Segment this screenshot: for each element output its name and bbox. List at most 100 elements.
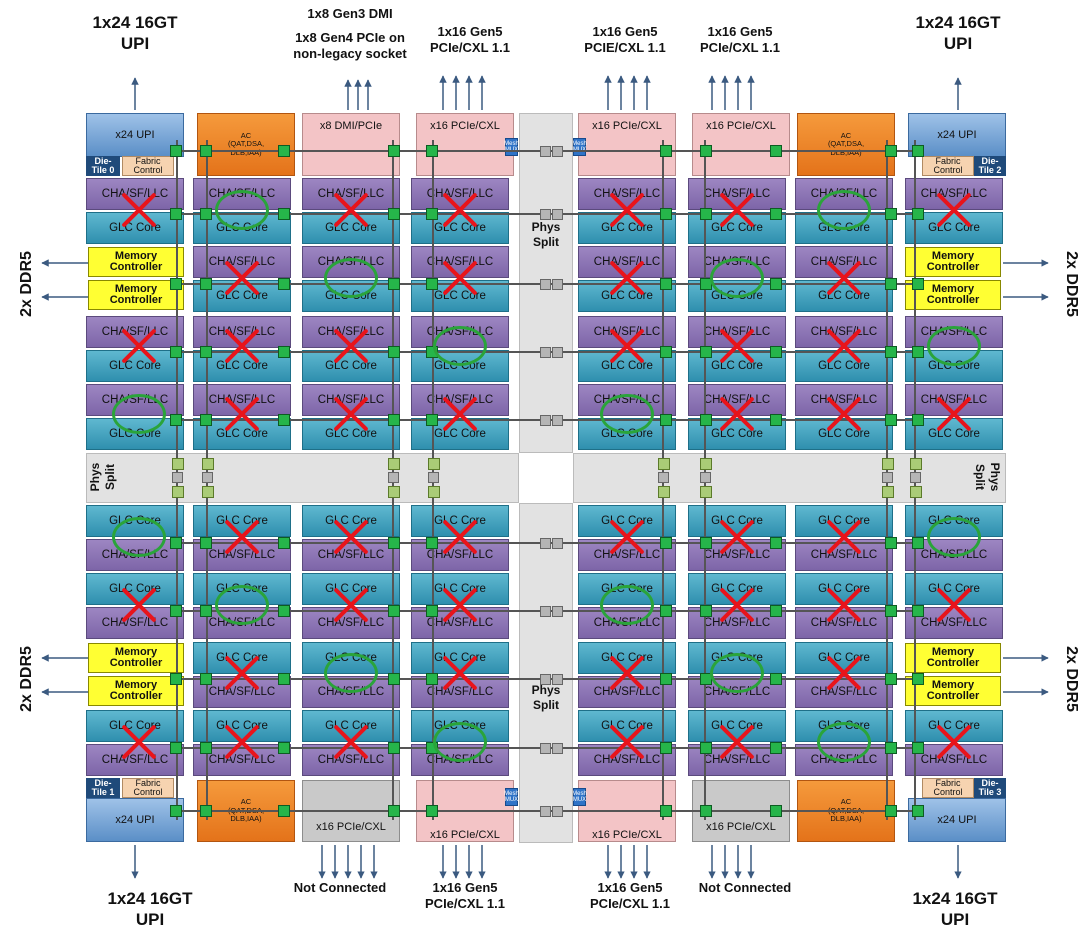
mesh-stop (170, 805, 182, 817)
cha-sf-llc-block: CHA/SF/LLC (302, 384, 400, 416)
split-stop (388, 486, 400, 498)
mesh-stop (885, 414, 897, 426)
mesh-stop-center (540, 606, 551, 617)
mesh-stop-center (552, 209, 563, 220)
mesh-stop (278, 537, 290, 549)
mesh-stop (278, 605, 290, 617)
phys-split-center-bottom (519, 503, 573, 843)
glc-core-block: GLC Core (86, 418, 184, 450)
cha-sf-llc-block: CHA/SF/LLC (411, 246, 509, 278)
cha-sf-llc-block: CHA/SF/LLC (795, 384, 893, 416)
glc-core-block: GLC Core (688, 505, 786, 537)
ac-block-top-right: AC(QAT,DSA,DLB,IAA) (797, 113, 895, 176)
label-top-dmi: 1x8 Gen3 DMI (307, 6, 393, 21)
cha-sf-llc-block: CHA/SF/LLC (193, 384, 291, 416)
cha-sf-llc-block: CHA/SF/LLC (86, 384, 184, 416)
split-stop-gray (202, 472, 213, 483)
mesh-stop (200, 537, 212, 549)
glc-core-block: GLC Core (193, 505, 291, 537)
mesh-stop (388, 278, 400, 290)
cha-sf-llc-block: CHA/SF/LLC (688, 384, 786, 416)
upi-block-bottom-left: x24 UPI (86, 798, 184, 842)
mesh-stop (700, 208, 712, 220)
die-tile-2-label: Die-Tile 2 (974, 156, 1006, 176)
glc-core-block: GLC Core (795, 350, 893, 382)
mesh-stop (912, 537, 924, 549)
glc-core-block: GLC Core (795, 710, 893, 742)
mesh-stop (170, 414, 182, 426)
glc-core-block: GLC Core (193, 710, 291, 742)
cha-sf-llc-block: CHA/SF/LLC (302, 607, 400, 639)
split-stop-gray (172, 472, 183, 483)
mesh-stop (912, 346, 924, 358)
mesh-stop (885, 346, 897, 358)
mesh-stop (278, 805, 290, 817)
glc-core-block: GLC Core (411, 505, 509, 537)
cha-sf-llc-block: CHA/SF/LLC (302, 676, 400, 708)
mesh-stop-center (540, 538, 551, 549)
pcie-cxl-block-top-c: x16 PCIe/CXL (692, 113, 790, 176)
mesh-stop (426, 673, 438, 685)
mesh-stop (426, 278, 438, 290)
mesh-stop (170, 346, 182, 358)
cha-sf-llc-block: CHA/SF/LLC (302, 246, 400, 278)
glc-core-block: GLC Core (302, 573, 400, 605)
mesh-stop (388, 414, 400, 426)
split-stop (658, 486, 670, 498)
mesh-stop (770, 537, 782, 549)
mesh-stop (912, 414, 924, 426)
glc-core-block: GLC Core (905, 573, 1003, 605)
mesh-stop (912, 673, 924, 685)
mesh-stop (170, 208, 182, 220)
mesh-stop (912, 742, 924, 754)
split-stop-gray (700, 472, 711, 483)
label-ddr-right-bottom: 2x DDR5 (1062, 646, 1080, 712)
mesh-stop-center (540, 743, 551, 754)
mesh-stop (278, 278, 290, 290)
mesh-stop (885, 537, 897, 549)
upi-block-top-left: x24 UPI (86, 113, 184, 157)
split-stop (882, 486, 894, 498)
mesh-stop (700, 537, 712, 549)
mesh-stop (200, 145, 212, 157)
die-tile-0-label: Die-Tile 0 (86, 156, 120, 176)
mesh-stop (388, 605, 400, 617)
mesh-stop (426, 742, 438, 754)
mesh-stop (885, 605, 897, 617)
cha-sf-llc-block: CHA/SF/LLC (411, 676, 509, 708)
glc-core-block: GLC Core (411, 212, 509, 244)
mesh-stop (770, 208, 782, 220)
cha-sf-llc-block: CHA/SF/LLC (86, 178, 184, 210)
glc-core-block: GLC Core (578, 280, 676, 312)
mesh-stop-center (540, 415, 551, 426)
phys-split-band-right (573, 453, 1006, 503)
glc-core-block: GLC Core (86, 350, 184, 382)
mesh-stop-center (552, 538, 563, 549)
glc-core-block: GLC Core (795, 280, 893, 312)
glc-core-block: GLC Core (411, 573, 509, 605)
glc-core-block: GLC Core (795, 573, 893, 605)
mesh-stop-center (552, 347, 563, 358)
glc-core-block: GLC Core (302, 212, 400, 244)
mesh-stop-center (552, 606, 563, 617)
mesh-stop (770, 605, 782, 617)
mesh-stop (660, 605, 672, 617)
upi-block-bottom-right: x24 UPI (908, 798, 1006, 842)
ac-block-top-left: AC(QAT,DSA,DLB,IAA) (197, 113, 295, 176)
split-stop (658, 458, 670, 470)
cha-sf-llc-block: CHA/SF/LLC (905, 607, 1003, 639)
glc-core-block: GLC Core (578, 212, 676, 244)
mesh-stop (426, 208, 438, 220)
mesh-stop (278, 673, 290, 685)
mesh-stop (700, 673, 712, 685)
glc-core-block: GLC Core (905, 212, 1003, 244)
cha-sf-llc-block: CHA/SF/LLC (795, 246, 893, 278)
mesh-stop (885, 742, 897, 754)
split-stop (428, 458, 440, 470)
glc-core-block: GLC Core (411, 418, 509, 450)
